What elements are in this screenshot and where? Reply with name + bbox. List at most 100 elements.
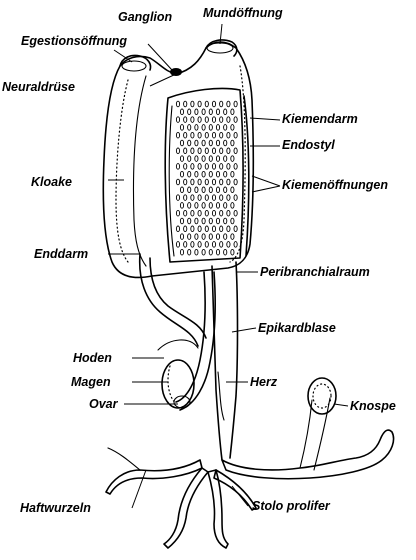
gill-slit [223, 155, 228, 162]
gill-slit [223, 139, 228, 147]
gill-slit [208, 155, 213, 162]
gill-slit [194, 108, 199, 116]
label-herz: Herz [250, 375, 278, 389]
gill-slit [201, 202, 206, 209]
endostyl-line [243, 95, 250, 257]
gill-slit [197, 100, 202, 108]
gill-slit [223, 186, 228, 194]
gill-slit [219, 194, 224, 201]
label-kiemenoeffnungen: Kiemenöffnungen [282, 178, 388, 192]
gill-slit [204, 241, 209, 248]
gill-slit [215, 170, 221, 178]
gill-slit [223, 248, 228, 256]
stalk [211, 261, 239, 461]
gill-slit [179, 139, 185, 147]
gill-slit [175, 241, 181, 248]
gill-slit [230, 170, 235, 178]
gill-slit [204, 116, 209, 123]
gill-slit [219, 178, 224, 186]
gill-slit [190, 194, 195, 201]
gill-slit [194, 170, 199, 178]
gill-slit [223, 108, 228, 116]
gill-slit [230, 217, 235, 225]
label-endostyl: Endostyl [282, 138, 335, 152]
gill-slit [208, 202, 213, 209]
gill-slit [211, 116, 217, 123]
gill-slit [175, 116, 181, 123]
gill-slit [219, 225, 224, 233]
gill-slit [219, 241, 224, 248]
gill-slit [194, 233, 199, 240]
egestion-siphon [119, 54, 152, 72]
gill-slit [211, 163, 217, 170]
gut [138, 253, 216, 411]
gill-slit [183, 225, 188, 233]
gill-slit [179, 233, 185, 240]
gill-slit [197, 241, 202, 248]
gill-slit [230, 248, 235, 256]
gill-slit [201, 170, 206, 178]
gill-slit [183, 163, 188, 170]
label-ovar: Ovar [89, 397, 119, 411]
gill-slit [175, 209, 181, 217]
gill-slit [223, 233, 228, 240]
gill-slit [201, 124, 206, 131]
labels: Ganglion Mundöffnung Egestionsöffnung Ne… [2, 6, 396, 515]
gill-slit [223, 124, 228, 131]
gill-slit [175, 147, 181, 155]
gill-slit [183, 116, 188, 123]
gill-slit [175, 178, 181, 186]
gill-slit [197, 194, 202, 201]
gill-slit [219, 147, 224, 155]
gill-slit [197, 178, 202, 186]
gill-slit [201, 217, 206, 225]
gill-slit [230, 233, 235, 240]
gill-slit [201, 248, 206, 256]
gill-slit [226, 194, 231, 201]
gill-slit [215, 248, 221, 256]
gill-slit [208, 248, 213, 256]
gill-slit [179, 108, 185, 116]
gill-slit [204, 178, 209, 186]
branchial-basket [164, 87, 244, 263]
gill-slit [230, 202, 235, 209]
label-haftwurzeln: Haftwurzeln [20, 501, 91, 515]
gill-slit [190, 147, 195, 155]
gill-slit [226, 178, 231, 186]
gill-slit [183, 178, 188, 186]
gill-slit [223, 202, 228, 209]
gill-slit [215, 108, 221, 116]
gill-slit [194, 217, 199, 225]
label-knospe: Knospe [350, 399, 396, 413]
gill-slit [175, 100, 181, 108]
gill-slit [215, 186, 221, 194]
gill-slit [226, 225, 231, 233]
gill-slit [226, 116, 231, 123]
gill-slit [190, 116, 195, 123]
haftwurzeln-roots [105, 447, 257, 549]
label-epikardblase: Epikardblase [258, 321, 336, 335]
gill-slit [219, 131, 224, 139]
gill-slit [208, 108, 213, 116]
label-hoden: Hoden [73, 351, 112, 365]
gill-slit [204, 131, 209, 139]
gill-slit [233, 147, 238, 155]
gill-slit [215, 217, 221, 225]
gill-slit [197, 225, 202, 233]
gill-slit [190, 209, 195, 217]
gill-slit [233, 225, 238, 233]
gill-slit [187, 202, 192, 209]
gill-slit [197, 116, 202, 123]
gill-slit [211, 225, 217, 233]
gill-slit [183, 147, 188, 155]
label-kloake: Kloake [31, 175, 72, 189]
gill-slit [190, 100, 195, 108]
knospe-bud [307, 377, 337, 415]
gill-slit [215, 233, 221, 240]
gill-slit [226, 100, 231, 108]
gill-slit [204, 100, 209, 108]
gill-slit [201, 155, 206, 162]
gill-slit [201, 139, 206, 147]
gill-slit [194, 139, 199, 147]
gill-slit [230, 155, 235, 162]
